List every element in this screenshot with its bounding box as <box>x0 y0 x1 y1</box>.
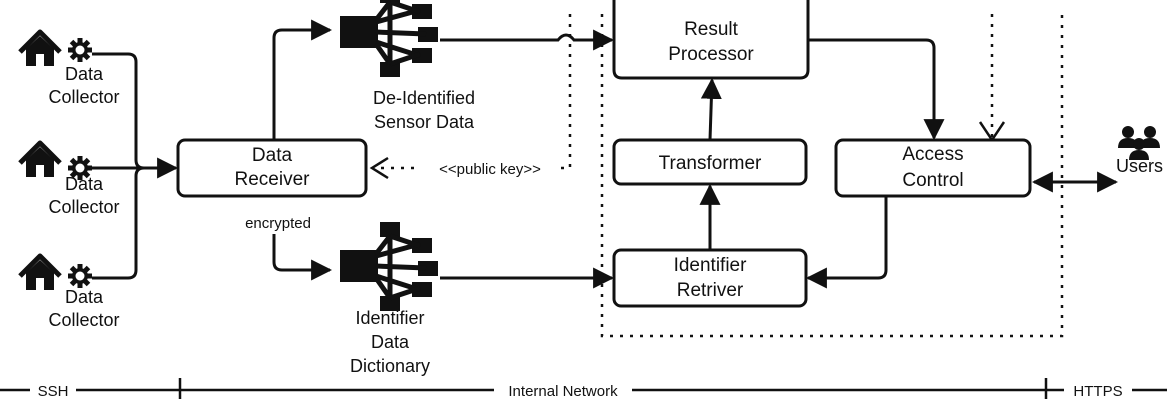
transformer-box: Transformer <box>612 138 808 186</box>
ssh-zone-label: SSH <box>38 383 69 399</box>
https-label-bg <box>1064 381 1132 399</box>
dictionary-label-line1: Identifier <box>355 308 424 328</box>
encrypted-label: encrypted <box>245 215 311 232</box>
database-icon <box>340 222 438 311</box>
access-control-box: Access Control <box>834 138 1032 198</box>
users-group: Users <box>1116 126 1163 176</box>
data-collector-1: Data Collector <box>20 32 120 107</box>
internal-label-bg <box>494 381 632 399</box>
gear-icon <box>68 264 92 288</box>
identifier-data-dictionary-store: Identifier Data Dictionary <box>340 222 438 376</box>
users-group-icon <box>1118 126 1160 160</box>
gear-icon <box>68 38 92 62</box>
house-icon <box>20 256 60 290</box>
data-receiver-box: Data Receiver <box>176 138 368 198</box>
result-processor-line2: Processor <box>668 44 754 65</box>
collector-label-line2: Collector <box>48 310 119 330</box>
house-icon <box>20 32 60 66</box>
collector-connectors <box>92 52 179 280</box>
house-icon <box>20 143 60 177</box>
collector-label-line1: Data <box>65 287 104 307</box>
deidentified-label-line2: Sensor Data <box>374 112 475 132</box>
access-control-line1: Access <box>902 144 963 165</box>
dictionary-label-line3: Dictionary <box>350 356 430 376</box>
collector-label-line1: Data <box>65 174 104 194</box>
internal-network-zone-label: Internal Network <box>508 383 618 399</box>
users-label: Users <box>1116 156 1163 176</box>
data-receiver-line2: Receiver <box>235 169 311 190</box>
deidentified-sensor-data-store: De-Identified Sensor Data <box>340 0 475 132</box>
identifier-retriver-line1: Identifier <box>674 255 748 276</box>
public-key-label: <<public key>> <box>439 161 541 178</box>
receiver-connectors <box>272 19 333 281</box>
database-icon <box>340 0 438 77</box>
access-control-line2: Control <box>902 170 963 191</box>
collector-label-line1: Data <box>65 64 104 84</box>
collector-label-line2: Collector <box>48 197 119 217</box>
public-key-arrowhead <box>369 156 389 180</box>
identifier-retriver-line2: Retriver <box>677 280 744 301</box>
processing-connectors <box>699 38 1119 289</box>
public-key-label-bg <box>420 158 556 180</box>
result-processor-box: Result Processor <box>612 0 810 80</box>
data-collector-3: Data Collector <box>20 256 120 330</box>
identifier-retriver-box: Identifier Retriver <box>612 248 808 308</box>
data-receiver-line1: Data <box>252 145 293 166</box>
https-zone-label: HTTPS <box>1073 383 1122 399</box>
deidentified-label-line1: De-Identified <box>373 88 475 108</box>
data-collector-2: Data Collector <box>20 143 120 217</box>
collector-label-line2: Collector <box>48 87 119 107</box>
dictionary-label-line2: Data <box>371 332 410 352</box>
store-connectors <box>440 29 615 289</box>
transformer-label: Transformer <box>659 153 762 174</box>
ssh-label-bg <box>30 381 76 399</box>
result-processor-line1: Result <box>684 19 739 40</box>
